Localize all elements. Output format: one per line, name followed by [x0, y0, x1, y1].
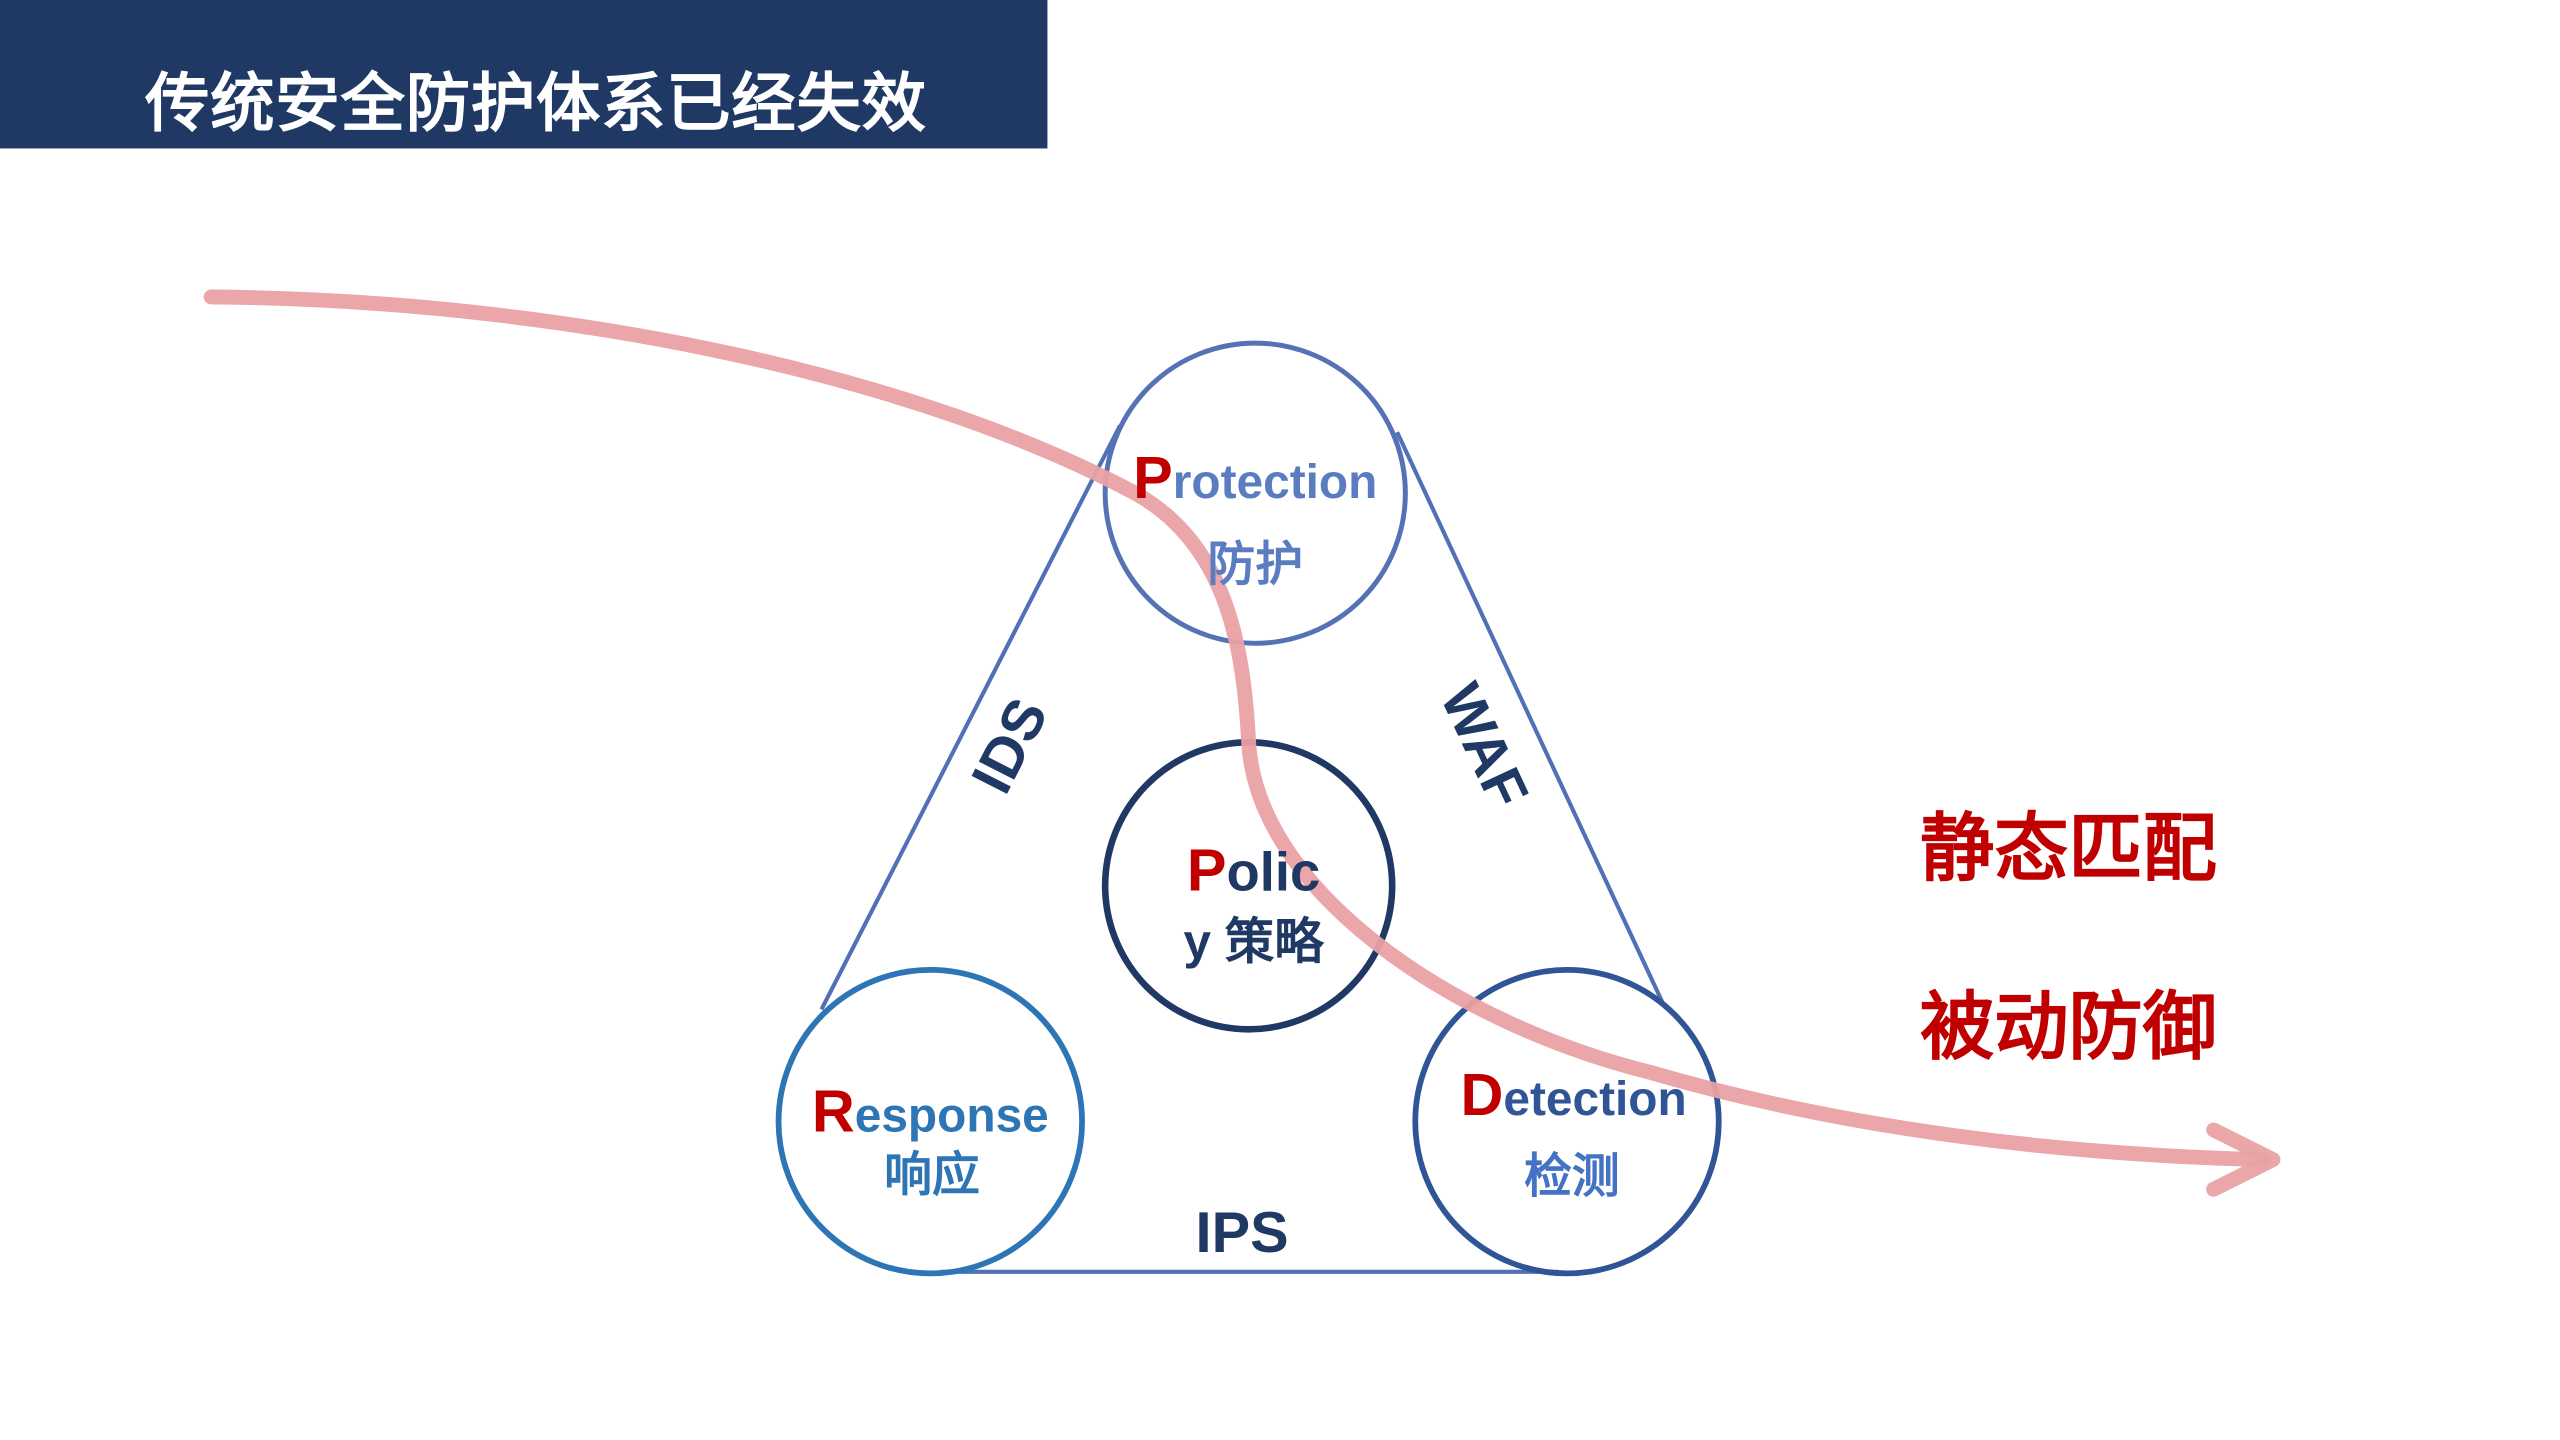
detection-label: Detection: [1460, 1061, 1686, 1128]
policy-rest: olic: [1227, 842, 1321, 903]
edge-line-right: [1395, 431, 1665, 1004]
slide-title: 传统安全防护体系已经失效: [144, 67, 927, 139]
detection-cn-label: 检测: [1524, 1151, 1620, 1204]
policy-initial: P: [1187, 837, 1227, 904]
response-rest: esponse: [855, 1090, 1049, 1143]
edge-label-waf: WAF: [1428, 674, 1540, 817]
title-bar: [0, 0, 1048, 149]
flow-arrowhead-icon: [2206, 1122, 2281, 1197]
triangle-edges: [819, 424, 1665, 1274]
protection-circle: [1102, 340, 1408, 646]
policy-line2-label: y 策略: [1184, 914, 1326, 969]
side-label-static-matching: 静态匹配: [1920, 807, 2217, 890]
edge-label-ips: IPS: [1196, 1201, 1289, 1265]
protection-initial: P: [1133, 444, 1173, 511]
flow-curve: [203, 289, 2271, 1168]
response-cn-label: 响应: [884, 1149, 980, 1202]
policy-label: Polic: [1187, 837, 1320, 904]
edge-line-left: [819, 424, 1122, 1011]
detection-rest: etection: [1503, 1073, 1686, 1126]
protection-cn-label: 防护: [1207, 539, 1303, 592]
response-circle: [775, 967, 1085, 1277]
detection-circle: [1412, 967, 1722, 1277]
protection-rest: rotection: [1173, 456, 1378, 509]
response-initial: R: [812, 1078, 855, 1145]
protection-label: Protection: [1133, 444, 1377, 511]
detection-initial: D: [1460, 1061, 1503, 1128]
response-label: Response: [812, 1078, 1049, 1145]
side-label-passive-defense: 被动防御: [1920, 985, 2217, 1068]
